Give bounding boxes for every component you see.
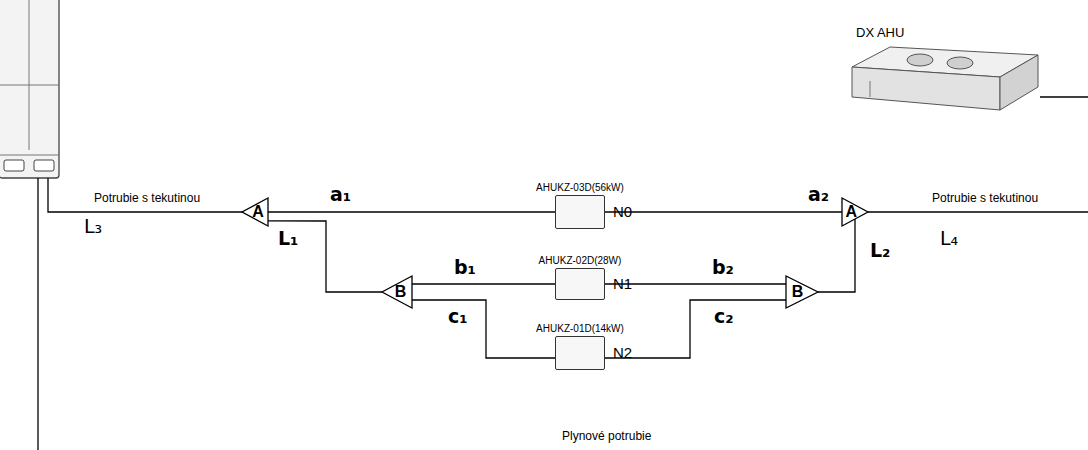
- ahu-fan: [947, 57, 973, 69]
- segment-label: c₂: [712, 306, 736, 328]
- outdoor-unit: [0, 0, 59, 178]
- branch-joint: A: [842, 198, 868, 226]
- length-label: L₃: [82, 216, 104, 238]
- unit-vent: [4, 160, 24, 171]
- branch-joint: B: [382, 276, 412, 308]
- segment-label: b₂: [710, 257, 736, 279]
- ahu-face: [852, 67, 1000, 110]
- unit-base-line: [0, 155, 59, 156]
- pipe-connector: [412, 283, 555, 284]
- model-label: AHUKZ-01D(14kW): [536, 323, 624, 335]
- segment-label: c₁: [446, 306, 470, 328]
- segment-label: L₂: [868, 240, 892, 262]
- model-label: AHUKZ-03D(56kW): [536, 182, 624, 194]
- pipe-label: Potrubie s tekutinou: [92, 192, 202, 206]
- segment-label: L₁: [276, 228, 300, 250]
- segment-label: a₁: [328, 184, 353, 206]
- pipe-connector: [268, 221, 382, 292]
- ahu-unit: DX AHU: [850, 45, 1040, 112]
- pipe-connector: [605, 211, 842, 212]
- branch-triangle: [382, 276, 412, 308]
- branch-joint: B: [786, 276, 818, 308]
- ahu-face: [1000, 55, 1038, 110]
- segment-label: b₁: [452, 257, 478, 279]
- control-box: AHUKZ-01D(14kW)N2: [555, 336, 605, 370]
- ahu-detail: [870, 81, 871, 97]
- segment-label: a₂: [806, 184, 831, 206]
- node-id: N1: [613, 275, 632, 292]
- ahu-fan: [907, 54, 933, 66]
- branch-triangle: [842, 198, 868, 226]
- liquid-pipe: [48, 178, 242, 212]
- length-label: L₄: [938, 228, 960, 250]
- pipe-label: Potrubie s tekutinou: [930, 192, 1040, 206]
- pipe-connector: [412, 300, 555, 358]
- node-id: N0: [613, 203, 632, 220]
- branch-joint: A: [242, 198, 268, 226]
- control-box: AHUKZ-02D(28W)N1: [555, 268, 605, 300]
- branch-letter: A: [846, 203, 858, 221]
- pipe-label: Plynové potrubie: [560, 430, 653, 444]
- branch-letter: A: [252, 203, 264, 221]
- unit-vent: [34, 160, 54, 171]
- model-label: AHUKZ-02D(28W): [539, 255, 622, 267]
- ahu-outline: [850, 45, 1040, 112]
- unit-panel-line: [0, 85, 59, 86]
- node-id: N2: [613, 344, 632, 361]
- ahu-pipe: [1040, 96, 1088, 97]
- gas-pipe: [37, 178, 38, 450]
- branch-triangle: [242, 198, 268, 226]
- liquid-pipe: [868, 211, 1088, 212]
- unit-label: DX AHU: [856, 26, 904, 41]
- unit-panel-line: [29, 0, 30, 150]
- pipe-connector: [818, 219, 855, 292]
- branch-triangle: [786, 276, 818, 308]
- pipe-connector: [268, 211, 555, 212]
- branch-letter: B: [792, 283, 804, 301]
- branch-letter: B: [395, 283, 407, 301]
- control-box: AHUKZ-03D(56kW)N0: [555, 195, 605, 229]
